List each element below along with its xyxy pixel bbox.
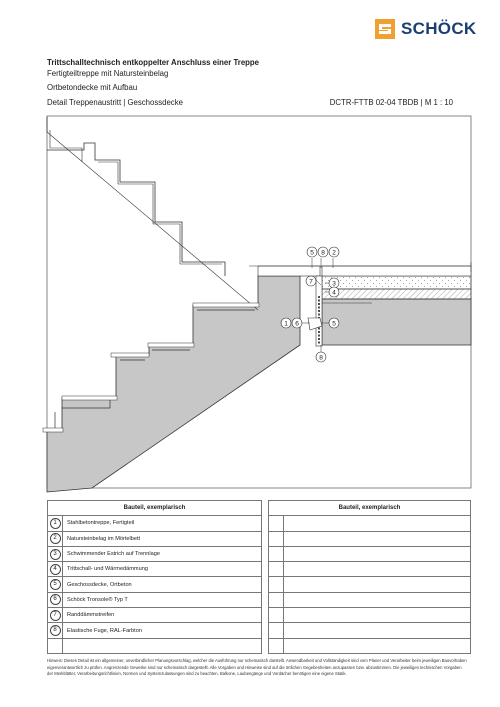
logo-text: SCHÖCK (401, 19, 477, 38)
table-row (268, 576, 471, 593)
callout-4: 4 (332, 290, 336, 297)
table-row (268, 607, 471, 624)
footnote: Hinweis: Dieses Detail ist ein allgemein… (47, 658, 467, 676)
screed-layer (321, 275, 472, 290)
callout-circle-8a (317, 246, 329, 258)
table-row (268, 637, 471, 654)
legend-item-5: Geschossdecke, Ortbeton (62, 576, 262, 593)
callout-circle-7 (305, 275, 317, 287)
legend-header-right: Bauteil, exemplarisch (268, 499, 471, 517)
stair-soffit-line (46, 131, 259, 311)
callout-3: 3 (332, 281, 336, 288)
callout-circle-2a (328, 246, 340, 258)
table-row (268, 515, 471, 532)
callout-8b: 8 (319, 355, 323, 362)
stone-floor (321, 265, 472, 277)
legend-item-3: Schwimmender Estrich auf Trennlage (62, 545, 262, 563)
callout-circle-8b (315, 351, 327, 363)
table-row (268, 591, 471, 609)
table-row (268, 545, 471, 563)
stair-covering (54, 309, 255, 430)
legend-item-4: Trittschall- und Wärmedämmung (62, 561, 262, 578)
page-title: Trittschalltechnisch entkoppelter Anschl… (47, 58, 260, 67)
insulation-layer (321, 288, 472, 300)
table-row (268, 561, 471, 578)
detail-code: DCTR-FTTB 02-04 TBDB | M 1 : 10 (329, 98, 453, 107)
callout-2a: 2 (332, 250, 336, 257)
callout-circle-5b (328, 317, 340, 329)
table-row (47, 637, 262, 654)
subtitle-line-1: Fertigteiltreppe mit Natursteinbelag (47, 69, 169, 78)
subtitle-line-3: Detail Treppenaustritt | Geschossdecke (47, 98, 183, 107)
schoeck-logo: SCHÖCK (374, 17, 480, 41)
callout-6: 6 (295, 321, 299, 328)
legend-header-left: Bauteil, exemplarisch (47, 499, 262, 517)
legend-item-1: Stahlbetontreppe, Fertigteil (62, 515, 262, 532)
floor-slab (321, 298, 472, 346)
legend-item-7: Randdämmstreifen (62, 607, 262, 624)
legend-table-right: Bauteil, exemplarisch (268, 499, 471, 654)
callout-circle-1 (280, 317, 292, 329)
stair-upper-outline (46, 117, 226, 276)
callout-circle-5a (306, 246, 318, 258)
legend-item-2: Natursteinbelag im Mörtelbett (62, 530, 262, 547)
table-row (268, 622, 471, 639)
subtitle-line-2: Ortbetondecke mit Aufbau (47, 83, 138, 92)
legend-item-6: Schöck Tronsole® Typ T (62, 591, 262, 609)
schoeck-mark-icon (375, 19, 395, 39)
callout-8a: 8 (321, 250, 325, 257)
callout-5a: 5 (310, 250, 314, 257)
legend-item-8: Elastische Fuge, RAL-Farbton (62, 622, 262, 639)
callout-7: 7 (309, 279, 313, 286)
stair-concrete (46, 275, 301, 493)
tronsole-bearing (307, 317, 323, 331)
table-row (268, 530, 471, 547)
callout-1: 1 (284, 321, 288, 328)
callout-circle-6 (291, 317, 303, 329)
callout-5b: 5 (332, 321, 336, 328)
callout-circle-4 (328, 286, 340, 298)
